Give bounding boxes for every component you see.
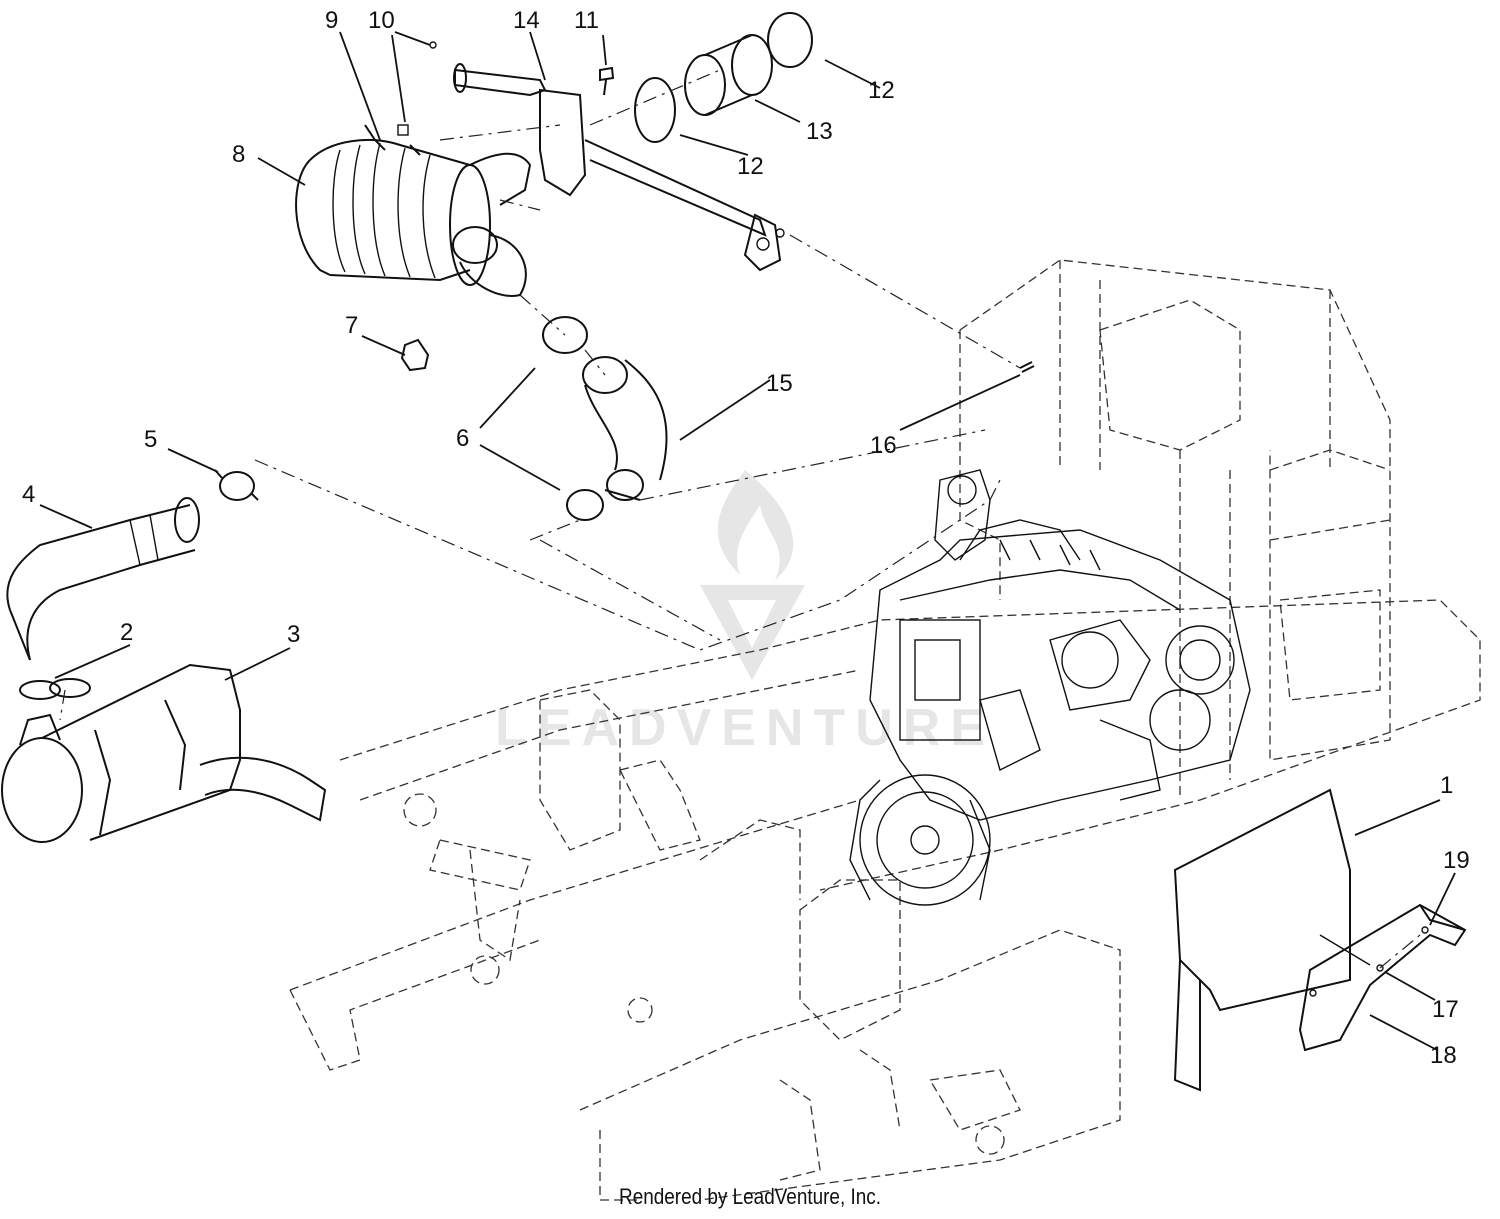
- callout-1: 1: [1440, 772, 1453, 799]
- callout-10: 10: [368, 7, 395, 34]
- bolt-part-11: [599, 66, 615, 96]
- footer-credit: Rendered by LeadVenture, Inc.: [619, 1184, 881, 1209]
- assembly-lines: [59, 69, 1421, 969]
- watermark-text: LEADVENTURE: [495, 699, 995, 757]
- shield-bracket-part-18: [1298, 903, 1467, 1052]
- engine-assembly: [849, 469, 1251, 906]
- callout-19: 19: [1443, 847, 1470, 874]
- leadventure-watermark: LEADVENTURE: [495, 470, 995, 757]
- callout-4: 4: [22, 481, 35, 508]
- leader-lines: [39, 31, 1456, 1051]
- callout-18: 18: [1430, 1042, 1457, 1069]
- tractor-frame: [289, 259, 1481, 1201]
- clamps-part-6: [542, 316, 604, 521]
- nut-part-19: [1309, 926, 1429, 997]
- callout-9: 9: [325, 7, 338, 34]
- callout-14: 14: [513, 7, 540, 34]
- air-cleaner-part-8: [295, 124, 532, 297]
- heat-shield-part-1: [1173, 788, 1351, 1092]
- callout-8: 8: [232, 141, 245, 168]
- muffler-part-3: [1, 663, 327, 843]
- callout-13: 13: [806, 118, 833, 145]
- callout-6: 6: [456, 425, 469, 452]
- clamps-part-12: [634, 12, 813, 143]
- callout-17: 17: [1432, 996, 1459, 1023]
- callout-2: 2: [120, 619, 133, 646]
- callout-5: 5: [144, 426, 157, 453]
- callout-15: 15: [766, 370, 793, 397]
- gasket-part-2: [19, 678, 91, 700]
- callout-16: 16: [870, 432, 897, 459]
- callout-12-upper: 12: [868, 77, 895, 104]
- clamp-part-5: [214, 469, 259, 501]
- bracket-part-14: [429, 41, 785, 272]
- elbow-hose-part-15: [582, 356, 668, 501]
- bolt-part-17: [1319, 934, 1384, 972]
- callout-labels: 1 2 3 4 5 6 7 8 9 10 11 12 12 13 14 15 1…: [22, 7, 1470, 1069]
- callout-12-lower: 12: [737, 153, 764, 180]
- callout-11: 11: [574, 7, 599, 34]
- dust-cap-part-7: [400, 338, 430, 372]
- sleeve-part-13: [684, 34, 773, 116]
- exhaust-pipe-part-4: [6, 497, 200, 661]
- bolt-part-16: [1019, 361, 1035, 373]
- callout-7: 7: [345, 312, 358, 339]
- callout-3: 3: [287, 621, 300, 648]
